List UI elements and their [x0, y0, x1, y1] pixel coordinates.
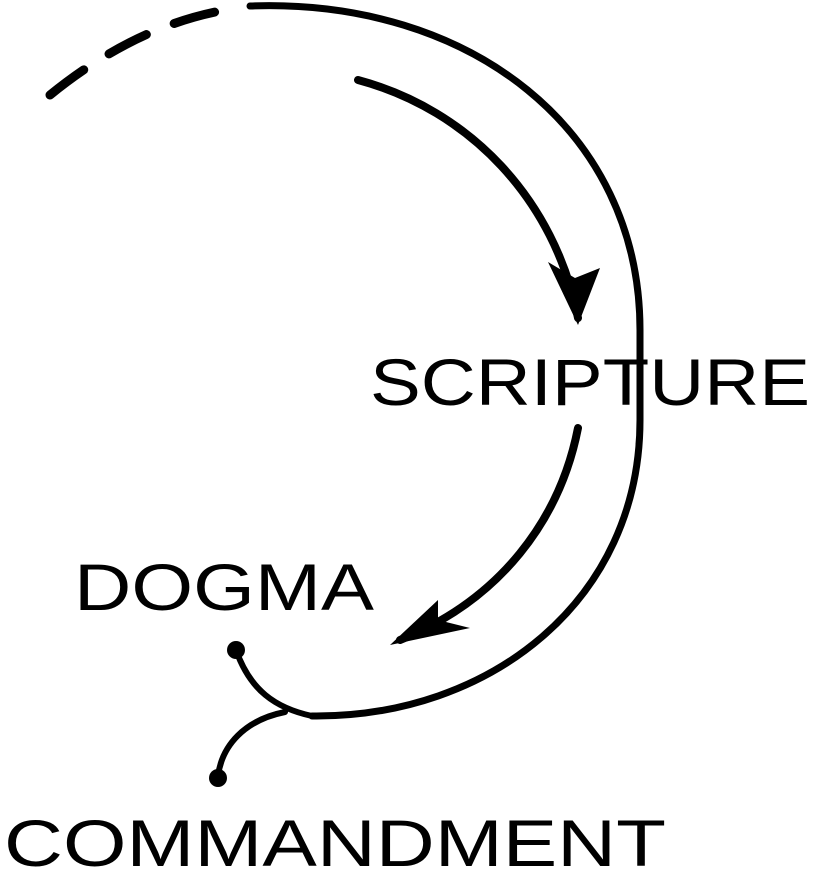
- dogma-branch: [233, 647, 315, 719]
- arrow-curve-to-dogma: [396, 424, 582, 644]
- commandment-branch: [215, 709, 288, 779]
- commandment-node: [209, 769, 227, 787]
- arrow-curve-to-scripture: [354, 76, 582, 322]
- arrowhead-dogma: [390, 600, 470, 645]
- arrowhead-scripture: [548, 262, 600, 325]
- scripture-label: SCRIPTURE: [370, 345, 810, 419]
- commandment-label: COMMANDMENT: [4, 806, 666, 872]
- dogma-node: [227, 641, 245, 659]
- dogma-label: DOGMA: [74, 550, 374, 624]
- dashed-upper-arc: [45, 7, 220, 100]
- outer-arc: [246, 2, 644, 720]
